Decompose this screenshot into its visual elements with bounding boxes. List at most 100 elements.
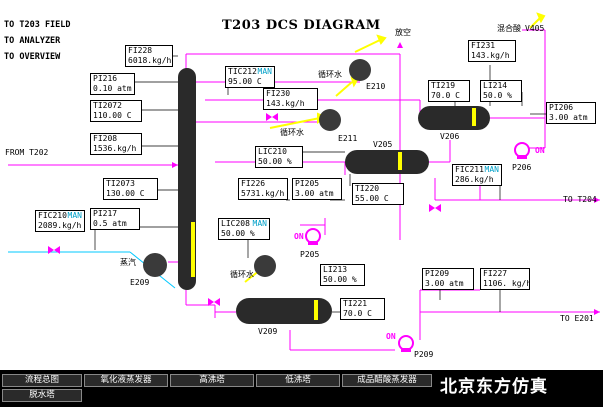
v206-level-indicator — [472, 108, 476, 126]
label-e209: E209 — [130, 278, 150, 287]
instrument-pi205[interactable]: PI205 3.00 atm — [292, 178, 342, 200]
label-v206: V206 — [440, 132, 460, 141]
label-vent: 放空 — [395, 28, 411, 37]
tab-acetic-acid-evaporator[interactable]: 成品醋酸蒸发器 — [342, 374, 432, 387]
instrument-li213[interactable]: LI213 50.00 % — [320, 264, 365, 286]
fic211-tag: FIC211 — [455, 165, 484, 174]
instrument-fic211[interactable]: FIC211 MAN 286.kg/h — [452, 164, 502, 186]
li213-tag: LI213 — [323, 265, 348, 274]
ti2072-tag: TI2072 — [93, 101, 122, 110]
instrument-li214[interactable]: LI214 50.0 % — [480, 80, 522, 102]
tab-oxidation-evaporator[interactable]: 氧化液蒸发器 — [84, 374, 168, 387]
tab-process-overview[interactable]: 流程总图 — [2, 374, 82, 387]
label-e211: E211 — [338, 134, 358, 143]
instrument-fi231[interactable]: FI231 143.kg/h — [468, 40, 516, 62]
lic208-mode: MAN — [252, 219, 267, 228]
instrument-fi228[interactable]: FI228 6018.kg/h — [125, 45, 173, 67]
tic212-mode: MAN — [257, 67, 272, 76]
instrument-ti2072[interactable]: TI2072 110.00 C — [90, 100, 142, 122]
nav-overview[interactable]: TO OVERVIEW — [4, 52, 61, 62]
v205-level-indicator — [398, 152, 402, 170]
flow-arrows — [172, 42, 600, 315]
exchanger-e210 — [349, 59, 371, 81]
pi209-tag: PI209 — [425, 269, 450, 278]
instrument-pi216[interactable]: PI216 0.10 atm — [90, 73, 135, 95]
fi230-value: 143.kg/h — [266, 99, 305, 108]
label-cooling-water-1: 循环水 — [318, 70, 342, 79]
exchanger-e211 — [319, 109, 341, 131]
tab-low-boiling-column[interactable]: 低沸塔 — [256, 374, 340, 387]
pi206-value: 3.00 atm — [549, 113, 588, 122]
pi205-tag: PI205 — [295, 179, 320, 188]
exchanger-e209 — [143, 253, 167, 277]
pi205-value: 3.00 atm — [295, 189, 334, 198]
label-v209: V209 — [258, 327, 278, 336]
v209-level-indicator — [314, 300, 318, 320]
pi216-value: 0.10 atm — [93, 84, 132, 93]
lic210-value: 50.00 % — [258, 157, 292, 166]
label-v405: V405 — [525, 24, 545, 33]
label-steam: 蒸汽 — [120, 258, 136, 267]
fic210-mode: MAN — [67, 211, 82, 220]
ti219-value: 70.0 C — [431, 91, 460, 100]
fic211-mode: MAN — [484, 165, 499, 174]
fi226-value: 5731.kg/h — [241, 189, 285, 198]
p205-status: ON — [294, 232, 304, 241]
fi231-value: 143.kg/h — [471, 51, 510, 60]
p209-status: ON — [386, 332, 396, 341]
label-cooling-water-2: 循环水 — [280, 128, 304, 137]
nav-t203-field[interactable]: TO T203 FIELD — [4, 20, 71, 30]
process-diagram — [8, 12, 600, 352]
vessel-v209 — [236, 298, 332, 324]
instrument-ti220[interactable]: TI220 55.00 C — [352, 183, 404, 205]
pi217-value: 0.5 atm — [93, 219, 127, 228]
ti221-tag: TI221 — [343, 299, 368, 308]
instrument-pi206[interactable]: PI206 3.00 atm — [546, 102, 596, 124]
ti2073-value: 130.00 C — [106, 189, 145, 198]
instrument-ti219[interactable]: TI219 70.0 C — [428, 80, 470, 102]
fi227-value: 1106. kg/h — [483, 279, 530, 288]
column-level-indicator — [191, 222, 195, 277]
fic210-value: 2089.kg/h — [38, 221, 82, 230]
ti220-value: 55.00 C — [355, 194, 389, 203]
fi208-tag: FI208 — [93, 134, 118, 143]
li214-value: 50.0 % — [483, 91, 512, 100]
ti219-tag: TI219 — [431, 81, 456, 90]
instrument-ti2073[interactable]: TI2073 130.00 C — [103, 178, 158, 200]
pi206-tag: PI206 — [549, 103, 574, 112]
tab-high-boiling-column[interactable]: 高沸塔 — [170, 374, 254, 387]
instrument-lic208[interactable]: LIC208 MAN 50.00 % — [218, 218, 270, 240]
ti220-tag: TI220 — [355, 184, 380, 193]
li213-value: 50.00 % — [323, 275, 357, 284]
pi216-tag: PI216 — [93, 74, 118, 83]
instrument-ti221[interactable]: TI221 70.0 C — [340, 298, 385, 320]
fic211-value: 286.kg/h — [455, 175, 494, 184]
fi231-tag: FI231 — [471, 41, 496, 50]
instrument-fi208[interactable]: FI208 1536.kg/h — [90, 133, 142, 155]
nav-analyzer[interactable]: TO ANALYZER — [4, 36, 61, 46]
ti221-value: 70.0 C — [343, 309, 372, 318]
instrument-tic212[interactable]: TIC212 MAN 95.00 C — [225, 66, 275, 88]
instrument-fi227[interactable]: FI227 1106. kg/h — [480, 268, 530, 290]
instrument-pi209[interactable]: PI209 3.00 atm — [422, 268, 474, 290]
pump-p206 — [514, 142, 530, 159]
fi230-tag: FI230 — [266, 89, 291, 98]
ti2072-value: 110.00 C — [93, 111, 132, 120]
instrument-fic210[interactable]: FIC210 MAN 2089.kg/h — [35, 210, 85, 232]
lic208-tag: LIC208 — [221, 219, 250, 228]
tab-dehydration-column[interactable]: 脱水塔 — [2, 389, 82, 402]
vessel-v205 — [345, 150, 429, 174]
fi228-tag: FI228 — [128, 46, 153, 55]
fi208-value: 1536.kg/h — [93, 144, 137, 153]
label-v205: V205 — [373, 140, 393, 149]
pi217-tag: PI217 — [93, 209, 118, 218]
ti2073-tag: TI2073 — [106, 179, 135, 188]
instrument-fi230[interactable]: FI230 143.kg/h — [263, 88, 318, 110]
instrument-pi217[interactable]: PI217 0.5 atm — [90, 208, 140, 230]
fi226-tag: FI226 — [241, 179, 266, 188]
instrument-lic210[interactable]: LIC210 50.00 % — [255, 146, 303, 168]
label-p206: P206 — [512, 163, 532, 172]
instrument-fi226[interactable]: FI226 5731.kg/h — [238, 178, 288, 200]
pump-p205 — [305, 228, 321, 245]
lic208-value: 50.00 % — [221, 229, 255, 238]
